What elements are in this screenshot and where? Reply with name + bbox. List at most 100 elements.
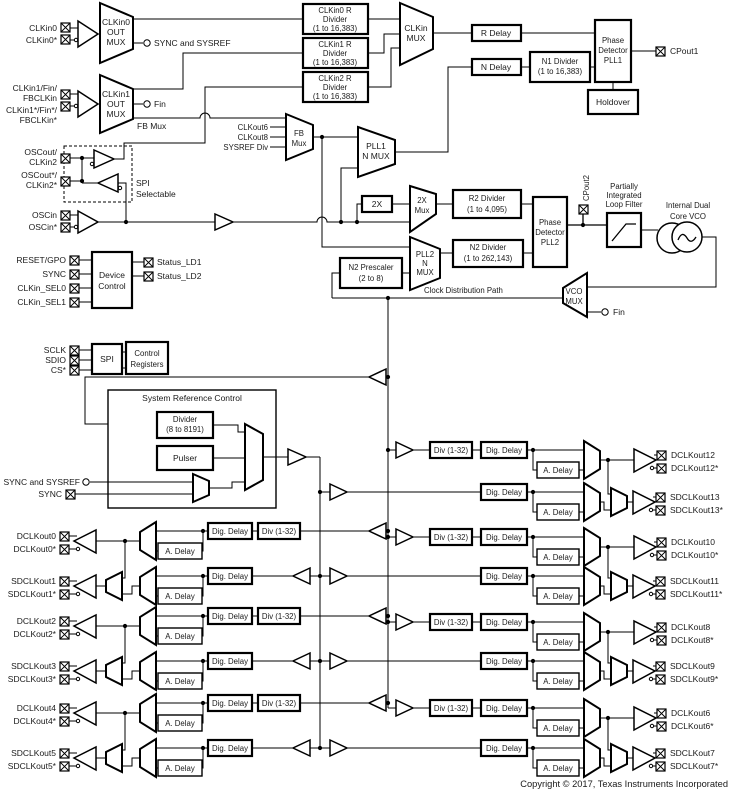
- oscin-input: OSCin OSCin*: [29, 167, 410, 235]
- distribution-lines: [317, 295, 391, 751]
- dig-delay-box: [206, 651, 254, 671]
- div-box: [428, 440, 474, 460]
- net-label-fb-mux: FB Mux: [137, 121, 167, 131]
- channel-dclkout12: Div (1-32) Dig. Delay A. Delay DCLKout12…: [388, 440, 719, 480]
- pin-label-sdio: SDIO: [45, 355, 66, 365]
- terminal-circle-icon: [82, 478, 90, 486]
- channel-dclkout2: Div (1-32) Dig. Delay A. Delay DCLKout2 …: [13, 606, 388, 646]
- n2-divider-box: [451, 238, 525, 269]
- pin-dclkout10: [656, 537, 667, 548]
- junction-dot: [200, 528, 206, 534]
- dig-delay-label: Dig. Delay: [486, 657, 522, 666]
- wire: [75, 481, 193, 495]
- pin-label: DCLKout4: [17, 703, 56, 713]
- dig-delay-label: Dig. Delay: [486, 572, 522, 581]
- sysref-divider-box: [155, 410, 215, 440]
- wire: [133, 18, 303, 44]
- block-label: (1 to 4,095): [467, 205, 507, 214]
- device-control-box: [90, 250, 134, 310]
- channel-mux: [139, 693, 157, 733]
- dig-delay-box: [479, 482, 529, 502]
- channel-sdclkout3: Dig. Delay A. Delay SDCLKout3 SDCLKout3*: [8, 626, 330, 691]
- pin-label: DCLKout6*: [671, 721, 714, 731]
- dig-delay-box: [206, 693, 254, 713]
- mux-label: OUT: [107, 27, 125, 37]
- pin-cpout1: [655, 46, 666, 57]
- pin-label: SDCLKout11*: [670, 589, 723, 599]
- a-delay-box: [157, 759, 203, 777]
- pin-sdclkout5: [59, 748, 70, 759]
- div-box: [428, 612, 474, 632]
- output-buffer-icon: [72, 745, 97, 772]
- spi-registers: SCLK SDIO CS* SPI Control Registers: [44, 340, 170, 376]
- pin-label: DCLKout6: [671, 708, 710, 718]
- wire: [332, 297, 601, 313]
- pin-dclkout6b: [656, 721, 667, 732]
- input-buffer-icon: [77, 19, 100, 49]
- net-label-sysref-div: SYSREF Div: [223, 143, 268, 152]
- mux-label: Mux: [415, 206, 430, 215]
- a-delay-label: A. Delay: [543, 764, 573, 773]
- a-delay-label: A. Delay: [165, 764, 195, 773]
- pin-label-oscout: CLKin2: [29, 157, 57, 167]
- pin-sdclkout11: [655, 576, 666, 587]
- buffer-icon: [395, 613, 414, 631]
- input-buffer-icon: [77, 89, 100, 119]
- pin-label: SDCLKout13*: [670, 505, 724, 515]
- channel-mux: [583, 651, 601, 691]
- channel-dclkout8: Div (1-32) Dig. Delay A. Delay DCLKout8 …: [388, 612, 714, 652]
- channel-mux: [583, 612, 601, 652]
- div-label: Div (1-32): [434, 704, 469, 713]
- terminal-circle-icon: [601, 308, 609, 316]
- wire: [69, 541, 330, 597]
- a-delay-box: [536, 633, 580, 651]
- mux-label: MUX: [416, 268, 434, 277]
- pin-label-cs: CS*: [51, 365, 67, 375]
- junction-dot: [200, 613, 206, 619]
- mux-icon: [399, 1, 434, 67]
- sdclk-select-mux: [105, 571, 123, 601]
- channel-mux: [583, 566, 601, 606]
- junction-dot: [338, 219, 344, 225]
- output-buffer-icon: [633, 619, 658, 646]
- mux-label: CLKin: [404, 23, 427, 33]
- channel-mux: [583, 440, 601, 480]
- a-delay-box: [157, 542, 203, 560]
- pin-label-clkin0b: CLKin0*: [26, 35, 58, 45]
- pin-label-cpout2: CPout2: [582, 175, 591, 201]
- wire: [331, 272, 410, 298]
- clkin0-r-divider-box: [301, 2, 370, 36]
- block-label: Divider: [323, 49, 348, 58]
- output-buffer-icon: [633, 534, 658, 561]
- dig-delay-label: Dig. Delay: [212, 699, 248, 708]
- pin-clkin-sel1: [69, 297, 80, 308]
- pin-label-reset: RESET/GPO: [16, 255, 66, 265]
- copyright-notice: Copyright © 2017, Texas Instruments Inco…: [520, 779, 728, 789]
- a-delay-label: A. Delay: [543, 638, 573, 647]
- a-delay-box: [536, 719, 580, 737]
- phase-detector-pll2-box: [531, 195, 569, 269]
- buffer-icon: [292, 652, 311, 670]
- junction-dot: [200, 573, 206, 579]
- pin-label: DCLKout10*: [671, 550, 719, 560]
- net-label-fin: Fin: [154, 99, 166, 109]
- channel-dclkout4: Div (1-32) Dig. Delay A. Delay DCLKout4 …: [13, 693, 388, 733]
- wire: [388, 449, 657, 471]
- a-delay-box: [157, 587, 203, 605]
- buffer-icon: [292, 739, 311, 757]
- block-label: Divider: [323, 15, 348, 24]
- pin-label: SDCLKout5: [11, 748, 56, 758]
- block-label: Divider: [173, 415, 198, 424]
- a-delay-box: [536, 461, 580, 479]
- a-delay-label: A. Delay: [165, 632, 195, 641]
- invert-bubble-icon: [649, 723, 655, 729]
- pin-status-ld2: [143, 271, 154, 282]
- invert-bubble-icon: [649, 552, 655, 558]
- channel-mux: [139, 606, 157, 646]
- dig-delay-box: [479, 566, 529, 586]
- junction-dot: [530, 534, 536, 540]
- div-box: [428, 698, 474, 718]
- div-label: Div (1-32): [434, 446, 469, 455]
- block-label-vco: Internal Dual: [666, 201, 710, 210]
- pll1-path: R Delay N Delay N1 Divider (1 to 16,383)…: [470, 18, 699, 116]
